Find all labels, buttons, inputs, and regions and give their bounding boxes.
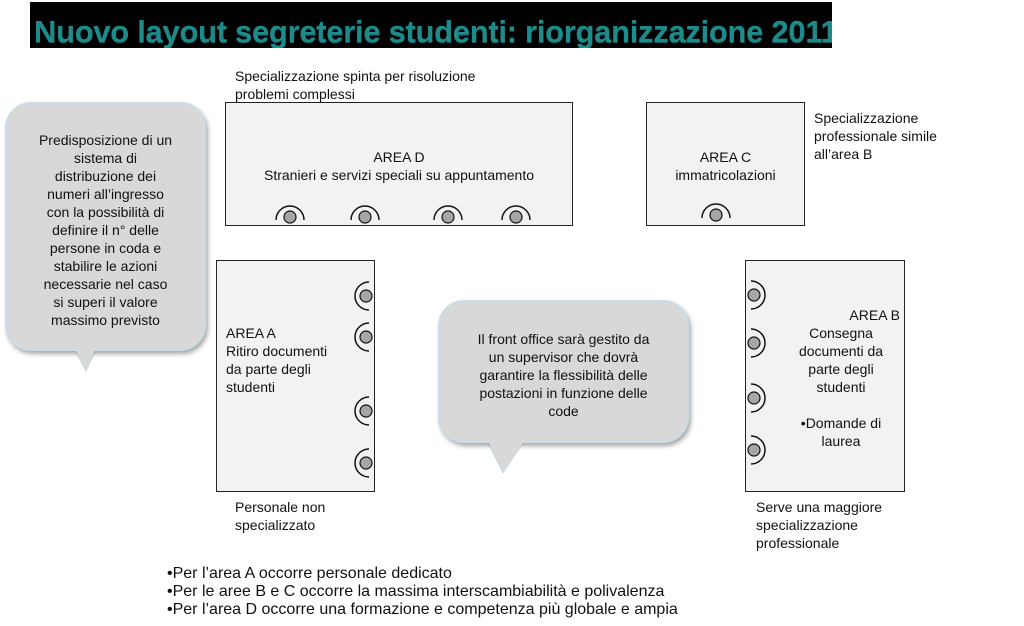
note-line: all’area B [814, 146, 873, 162]
callout-center-text: Il front office sarà gestito da un super… [441, 330, 686, 420]
callout-line: numeri all’ingresso [47, 186, 164, 202]
desk-icon [354, 281, 373, 311]
note-line: specializzazione [756, 517, 858, 533]
callout-line: si superi il valore [53, 294, 158, 310]
note-line: Specializzazione [814, 110, 919, 126]
note-line: professionale [756, 535, 840, 551]
desk-icon [354, 448, 373, 478]
note-line: Specializzazione spinta per risoluzione [235, 68, 476, 84]
area-b-line: laurea [821, 433, 861, 449]
area-b-line: AREA B [849, 307, 900, 323]
area-b-line: Consegna [809, 325, 873, 341]
bullet-item: •Per le aree B e C occorre la massima in… [167, 583, 665, 600]
callout-line: postazioni in funzione delle [479, 385, 648, 401]
area-d-name: AREA D [373, 149, 425, 165]
callout-line: code [548, 403, 579, 419]
callout-left [5, 102, 206, 351]
callout-line: necessarie nel caso [43, 276, 168, 292]
desk-icon [701, 203, 731, 222]
slide-title: Nuovo layout segreterie studenti: riorga… [34, 14, 832, 48]
callout-line: persone in coda e [49, 240, 162, 256]
desk-icon [354, 396, 373, 426]
desk-icon [747, 435, 766, 465]
desk-icon [747, 328, 766, 358]
bullet-item: •Per l’area A occorre personale dedicato [167, 565, 452, 582]
area-b-label: AREA B Consegna documenti da parte degli… [782, 306, 900, 450]
desk-icon [747, 383, 766, 413]
area-b-line: •Domande di [800, 415, 882, 431]
note-line: problemi complessi [235, 86, 355, 102]
area-a-box [216, 260, 375, 492]
area-d-desc: Stranieri e servizi speciali su appuntam… [263, 167, 535, 183]
area-a-line: da parte degli [226, 361, 311, 377]
note-area-b: Serve una maggiore specializzazione prof… [756, 498, 882, 552]
area-b-line: documenti da [798, 343, 884, 359]
callout-line: garantire la flessibilità delle [479, 367, 648, 383]
note-area-d: Specializzazione spinta per risoluzione … [235, 67, 475, 103]
title-bar: Nuovo layout segreterie studenti: riorga… [30, 2, 832, 48]
note-area-a: Personale non specializzato [235, 498, 325, 534]
callout-line: con la possibilità di [46, 204, 165, 220]
desk-icon [747, 280, 766, 310]
note-line: specializzato [235, 517, 316, 533]
area-b-box [745, 260, 905, 492]
callout-left-tail-fill [72, 344, 98, 370]
note-line: Serve una maggiore [756, 499, 883, 515]
bullet-list: •Per l’area A occorre personale dedicato… [167, 565, 678, 619]
callout-line: stabilire le azioni [53, 258, 158, 274]
callout-line: Predisposizione di un [38, 132, 173, 148]
note-area-c: Specializzazione professionale simile al… [814, 109, 937, 163]
desk-icon [354, 322, 373, 352]
area-c-desc: immatricolazioni [675, 167, 776, 183]
callout-center [438, 300, 689, 443]
callout-line: massimo previsto [51, 312, 160, 328]
callout-line: definire il n° delle [52, 222, 159, 238]
note-line: Personale non [235, 499, 326, 515]
area-a-line: studenti [226, 379, 276, 395]
area-c-name: AREA C [699, 149, 752, 165]
callout-left-text: Predisposizione di un sistema di distrib… [12, 131, 199, 329]
callout-center-tail-fill [487, 440, 525, 472]
desk-icon [275, 205, 305, 224]
desk-icon [501, 205, 531, 224]
desk-icon [433, 205, 463, 224]
area-a-line: Ritiro documenti [226, 343, 328, 359]
area-a-line: AREA A [226, 325, 276, 341]
area-c-label: AREA C immatricolazioni [646, 148, 805, 184]
callout-line: un supervisor che dovrà [488, 349, 639, 365]
area-b-line: studenti [816, 379, 866, 395]
note-line: professionale simile [814, 128, 937, 144]
callout-line: distribuzione dei [54, 168, 157, 184]
callout-line: sistema di [73, 150, 138, 166]
bullet-item: •Per l’area D occorre una formazione e c… [167, 601, 678, 618]
callout-line: Il front office sarà gestito da [477, 331, 650, 347]
area-c-box [646, 102, 805, 226]
area-d-label: AREA D Stranieri e servizi speciali su a… [225, 148, 573, 184]
area-b-line: parte degli [808, 361, 874, 377]
area-a-label: AREA A Ritiro documenti da parte degli s… [226, 324, 327, 396]
desk-icon [350, 205, 380, 224]
